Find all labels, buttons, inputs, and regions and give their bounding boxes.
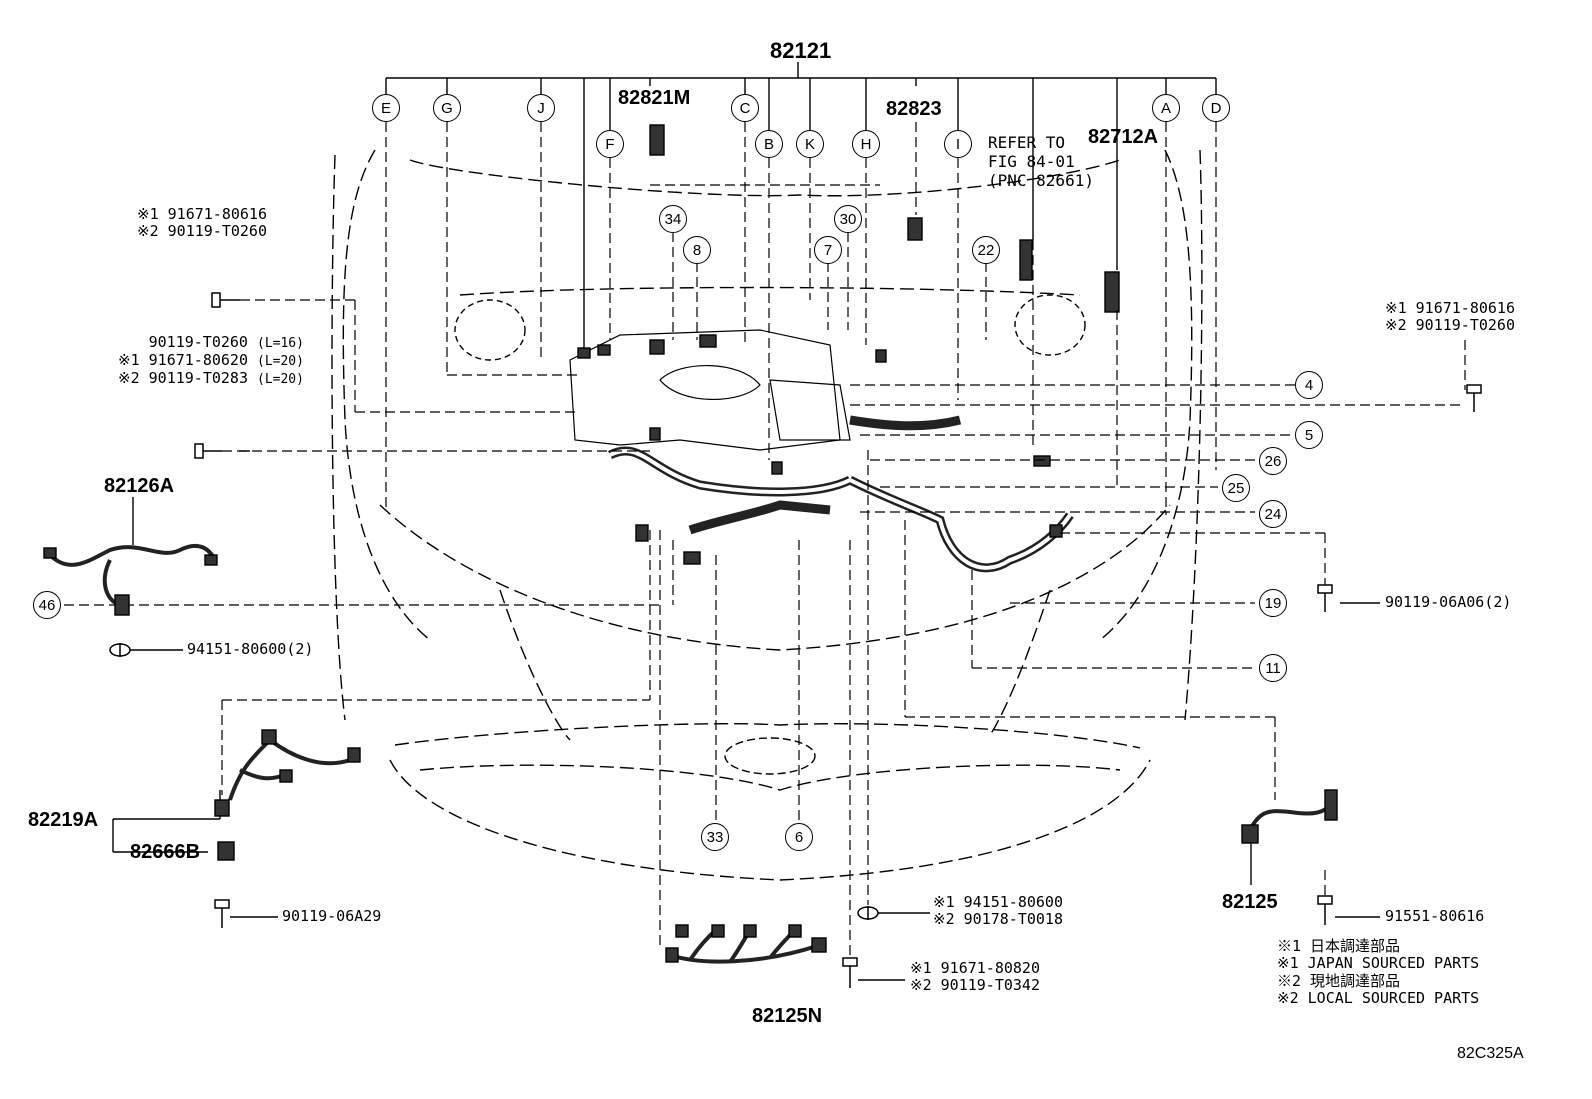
- fastener-top-left-line1: ※1 91671-80616: [137, 205, 267, 223]
- fastener-mid-left: 90119-T0260 (L=16) ※1 91671-80620 (L=20)…: [118, 333, 304, 388]
- letter-callout-e: E: [372, 94, 400, 122]
- bolt-bottom-right: [1317, 895, 1333, 925]
- leader-lines: [64, 122, 1465, 955]
- fastener-right-line2: ※2 90119-T0260: [1385, 316, 1515, 335]
- part-label-82712a: 82712A: [1088, 126, 1159, 148]
- refer-note-line3: (PNC 82661): [988, 171, 1094, 191]
- fastener-right: ※1 91671-80616 ※2 90119-T0260: [1385, 299, 1515, 335]
- part-label-82821m: 82821M: [618, 87, 691, 109]
- letter-callout-b: B: [755, 130, 783, 158]
- letter-callout-i: I: [944, 130, 972, 158]
- bolt-right-mid: [1317, 584, 1333, 612]
- callout-6: 6: [785, 823, 813, 851]
- harness-82125: [1250, 800, 1335, 830]
- fastener-mid-left-line3-length: (L=20): [257, 371, 304, 387]
- callout-8: 8: [683, 236, 711, 264]
- callout-46: 46: [33, 591, 61, 619]
- fastener-bottom-right: 91551-80616: [1385, 907, 1485, 925]
- fastener-top-left-line2: ※2 90119-T0260: [137, 222, 267, 241]
- harness-82125-connectors: [1241, 789, 1338, 844]
- clip-left: [109, 643, 131, 657]
- part-label-82125: 82125: [1222, 891, 1278, 913]
- fastener-bottom-center1-line2: ※2 90178-T0018: [933, 910, 1063, 929]
- bolts: [109, 292, 1482, 988]
- part-label-82126a: 82126A: [104, 475, 175, 497]
- letter-callout-k: K: [796, 130, 824, 158]
- refer-note: REFER TO FIG 84-01 (PNC 82661): [988, 133, 1094, 191]
- main-part-label: 82121: [770, 38, 832, 63]
- fastener-right-line1: ※1 91671-80616: [1385, 299, 1515, 317]
- callout-26: 26: [1259, 447, 1287, 475]
- letter-callout-d: D: [1202, 94, 1230, 122]
- part-label-82823: 82823: [886, 98, 942, 120]
- right-strut-tower: [1014, 294, 1086, 356]
- callout-24: 24: [1259, 500, 1287, 528]
- fastener-bottom-center2: ※1 91671-80820 ※2 90119-T0342: [910, 959, 1040, 995]
- vehicle-outline: [332, 150, 1202, 880]
- callout-4: 4: [1295, 371, 1323, 399]
- bolt-top-left: [211, 292, 240, 308]
- solid-leaders: [113, 451, 1380, 980]
- callout-19: 19: [1259, 589, 1287, 617]
- bolt-right: [1466, 384, 1482, 412]
- part-label-82125n: 82125N: [752, 1005, 823, 1027]
- bolt-bottom-left: [214, 899, 230, 928]
- callout-30: 30: [834, 205, 862, 233]
- bolt-bottom-center: [842, 957, 858, 988]
- callout-5: 5: [1295, 421, 1323, 449]
- harness-82219A-connectors: [214, 729, 361, 861]
- fastener-right-mid: 90119-06A06(2): [1385, 593, 1512, 611]
- fastener-top-left: ※1 91671-80616 ※2 90119-T0260: [137, 205, 267, 241]
- fastener-mid-left-line1-length: (L=16): [257, 336, 304, 351]
- callout-25: 25: [1222, 474, 1250, 502]
- fastener-mid-left-line3: ※2 90119-T0283: [118, 368, 248, 387]
- legend-line-4: ※2 LOCAL SOURCED PARTS: [1277, 988, 1480, 1007]
- legend-line-1: ※1 日本調達部品: [1277, 937, 1401, 955]
- fastener-bottom-left: 90119-06A29: [282, 907, 382, 925]
- harness-82126A: [50, 546, 215, 605]
- callout-7: 7: [814, 236, 842, 264]
- letter-callout-j: J: [527, 94, 555, 122]
- letter-callout-f: F: [596, 130, 624, 158]
- emblem-outline: [724, 737, 816, 775]
- callout-11: 11: [1259, 654, 1287, 682]
- refer-note-line2: FIG 84-01: [988, 152, 1075, 172]
- fastener-bottom-center1-line1: ※1 94151-80600: [933, 893, 1063, 911]
- legend-line-2: ※1 JAPAN SOURCED PARTS: [1277, 954, 1480, 973]
- letter-callout-g: G: [433, 94, 461, 122]
- callout-33: 33: [701, 823, 729, 851]
- bolt-mid-left: [194, 443, 222, 459]
- sourcing-legend: ※1 日本調達部品 ※1 JAPAN SOURCED PARTS ※2 現地調達…: [1277, 937, 1480, 1007]
- main-part-bracket: [386, 62, 1216, 350]
- letter-callout-c: C: [731, 94, 759, 122]
- harness-inner: [610, 451, 1070, 568]
- clip-bottom-center: [857, 906, 879, 920]
- harness-trunk: [610, 420, 1070, 568]
- letter-callout-h: H: [852, 130, 880, 158]
- fastener-bottom-center1: ※1 94151-80600 ※2 90178-T0018: [933, 893, 1063, 929]
- harness-82125N-connectors: [665, 924, 827, 963]
- callout-34: 34: [659, 205, 687, 233]
- fastener-bottom-center2-line1: ※1 91671-80820: [910, 959, 1040, 977]
- refer-note-line1: REFER TO: [988, 133, 1066, 152]
- letter-callout-a: A: [1152, 94, 1180, 122]
- part-label-82219a: 82219A: [28, 809, 99, 831]
- fastener-left-grommet: 94151-80600(2): [187, 640, 314, 658]
- diagram-code: 82C325A: [1457, 1045, 1524, 1062]
- callout-22: 22: [972, 236, 1000, 264]
- part-label-82666b: 82666B: [130, 841, 201, 863]
- harness-82126A-connectors: [43, 547, 218, 616]
- fastener-mid-left-line2-length: (L=20): [257, 353, 304, 369]
- connectors: [577, 124, 1120, 565]
- left-strut-tower: [454, 299, 526, 361]
- fastener-mid-left-line2: ※1 91671-80620: [118, 350, 248, 369]
- fastener-bottom-center2-line2: ※2 90119-T0342: [910, 976, 1040, 995]
- legend-line-3: ※2 現地調達部品: [1277, 971, 1401, 990]
- engine-block: [570, 330, 850, 450]
- fastener-mid-left-line1: 90119-T0260: [148, 333, 248, 351]
